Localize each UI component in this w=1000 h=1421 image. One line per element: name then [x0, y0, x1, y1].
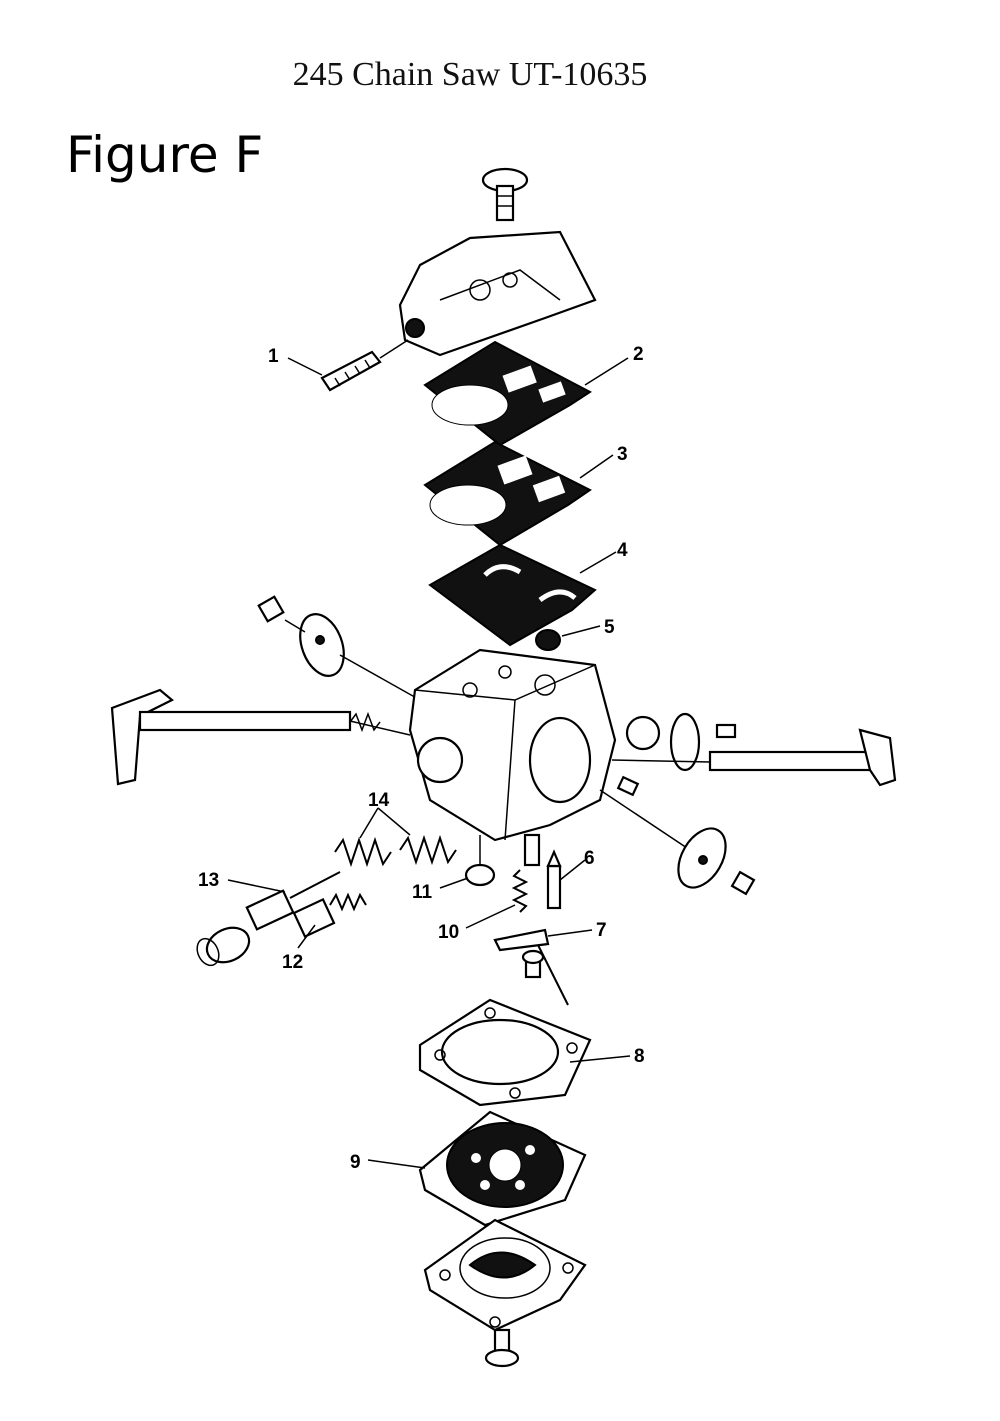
bottom-cover-screw	[484, 1328, 520, 1368]
part-6-inlet-needle	[546, 849, 562, 910]
callout-8: 8	[634, 1046, 645, 1067]
part-10-spring	[511, 869, 529, 913]
throttle-plate-right	[599, 775, 756, 896]
part-5-screen	[535, 629, 561, 651]
callout-13: 13	[198, 870, 219, 891]
document-title: 245 Chain Saw UT-10635	[292, 56, 648, 93]
callout-3: 3	[617, 444, 628, 465]
part-11-plug	[464, 835, 496, 887]
metering-cover	[423, 1218, 587, 1332]
callout-6: 6	[584, 848, 595, 869]
callout-11: 11	[412, 882, 433, 903]
figure-label: Figure F	[66, 126, 264, 184]
limiter-cap	[196, 926, 251, 967]
callout-12: 12	[282, 952, 303, 973]
part-12-needle	[292, 892, 367, 939]
part-9-diaphragm	[418, 1110, 587, 1227]
throttle-shaft-right	[611, 712, 897, 787]
callout-1: 1	[268, 346, 279, 367]
callout-4: 4	[617, 540, 628, 561]
part-1-screw	[320, 339, 409, 392]
inlet-seat	[523, 833, 541, 867]
part-4-diaphragm	[428, 543, 597, 647]
part-8-gasket	[418, 998, 592, 1107]
part-2-gasket	[423, 340, 592, 447]
part-13-needle	[245, 871, 341, 931]
callout-14: 14	[368, 790, 390, 811]
callout-10: 10	[438, 922, 459, 943]
part-3-gasket	[423, 440, 592, 547]
throttle-plate-left	[257, 595, 421, 701]
part-14-springs	[334, 834, 457, 868]
pump-cover	[398, 230, 597, 357]
choke-shaft-left	[110, 688, 411, 786]
carburetor-body	[408, 648, 617, 842]
callout-5: 5	[604, 617, 615, 638]
leader-lines	[227, 357, 631, 1169]
callout-7: 7	[596, 920, 607, 941]
callout-2: 2	[633, 344, 644, 365]
part-7-lever	[493, 928, 569, 1006]
top-cover-screw	[481, 167, 529, 222]
callout-9: 9	[350, 1152, 361, 1173]
